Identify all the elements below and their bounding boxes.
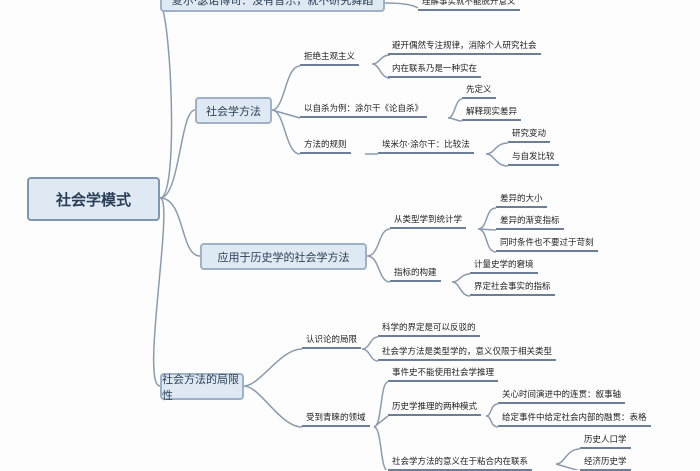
leaf[interactable]: 同时条件也不要过于苛刻 — [496, 237, 598, 252]
branch[interactable]: 社会学方法的意义在于粘合内在联系 — [388, 456, 533, 471]
branch[interactable]: 方法的规则 — [300, 139, 351, 154]
leaf[interactable]: 计量史学的窘境 — [470, 259, 538, 274]
leaf[interactable]: 避开偶然专注规律，消除个人研究社会 — [388, 40, 541, 55]
branch[interactable]: 拒绝主观主义 — [300, 51, 360, 66]
branch[interactable]: 指标的构建 — [390, 267, 441, 282]
node-label: 应用于历史学的社会学方法 — [217, 250, 350, 264]
leaf[interactable]: 事件史不能使用社会学推理 — [388, 367, 499, 382]
root-label: 社会学模式 — [55, 190, 131, 209]
node-applied-method[interactable]: 应用于历史学的社会学方法 — [200, 243, 367, 270]
leaf[interactable]: 经济历史学 — [580, 456, 631, 471]
leaf[interactable]: 社会学方法是类型学的，意义仅限于相关类型 — [378, 346, 557, 361]
branch[interactable]: 受到青睐的领域 — [302, 412, 370, 427]
branch[interactable]: 历史学推理的两种模式 — [388, 401, 482, 416]
leaf[interactable]: 解释现实差异 — [462, 106, 522, 121]
node-limits[interactable]: 社会方法的局限性 — [160, 372, 244, 402]
node-label: 夏尔·瑟诺博司：没有音乐，就不研究舞蹈 — [171, 0, 374, 7]
leaf[interactable]: 研究变动 — [508, 128, 551, 143]
leaf[interactable]: 先定义 — [462, 84, 496, 99]
node-label: 社会学方法 — [206, 104, 261, 118]
leaf[interactable]: 内在联系乃是一种实在 — [388, 63, 482, 78]
leaf[interactable]: 差异的渐变指标 — [496, 215, 564, 230]
leaf[interactable]: 给定事件中给定社会内部的融贯：表格 — [498, 412, 651, 427]
node-sociology-method[interactable]: 社会学方法 — [195, 97, 272, 124]
root-node[interactable]: 社会学模式 — [27, 177, 160, 221]
leaf[interactable]: 历史人口学 — [580, 434, 631, 449]
leaf[interactable]: 界定社会事实的指标 — [470, 281, 555, 296]
leaf[interactable]: 科学的界定是可以反驳的 — [378, 322, 480, 337]
branch[interactable]: 认识论的局限 — [302, 334, 362, 349]
node-top-quote[interactable]: 夏尔·瑟诺博司：没有音乐，就不研究舞蹈 — [160, 0, 385, 12]
branch[interactable]: 埃米尔·涂尔干：比较法 — [378, 139, 474, 154]
node-label: 社会方法的局限性 — [162, 372, 239, 402]
branch[interactable]: 从类型学到统计学 — [390, 214, 467, 229]
leaf[interactable]: 与自发比较 — [508, 151, 559, 166]
leaf[interactable]: 差异的大小 — [496, 193, 547, 208]
branch[interactable]: 以自杀为例：涂尔干《论自杀》 — [300, 103, 428, 118]
leaf[interactable]: 关心时间演进中的连贯：叙事轴 — [498, 389, 626, 404]
leaf[interactable]: 理解事实就不能脱开意义 — [418, 0, 520, 11]
